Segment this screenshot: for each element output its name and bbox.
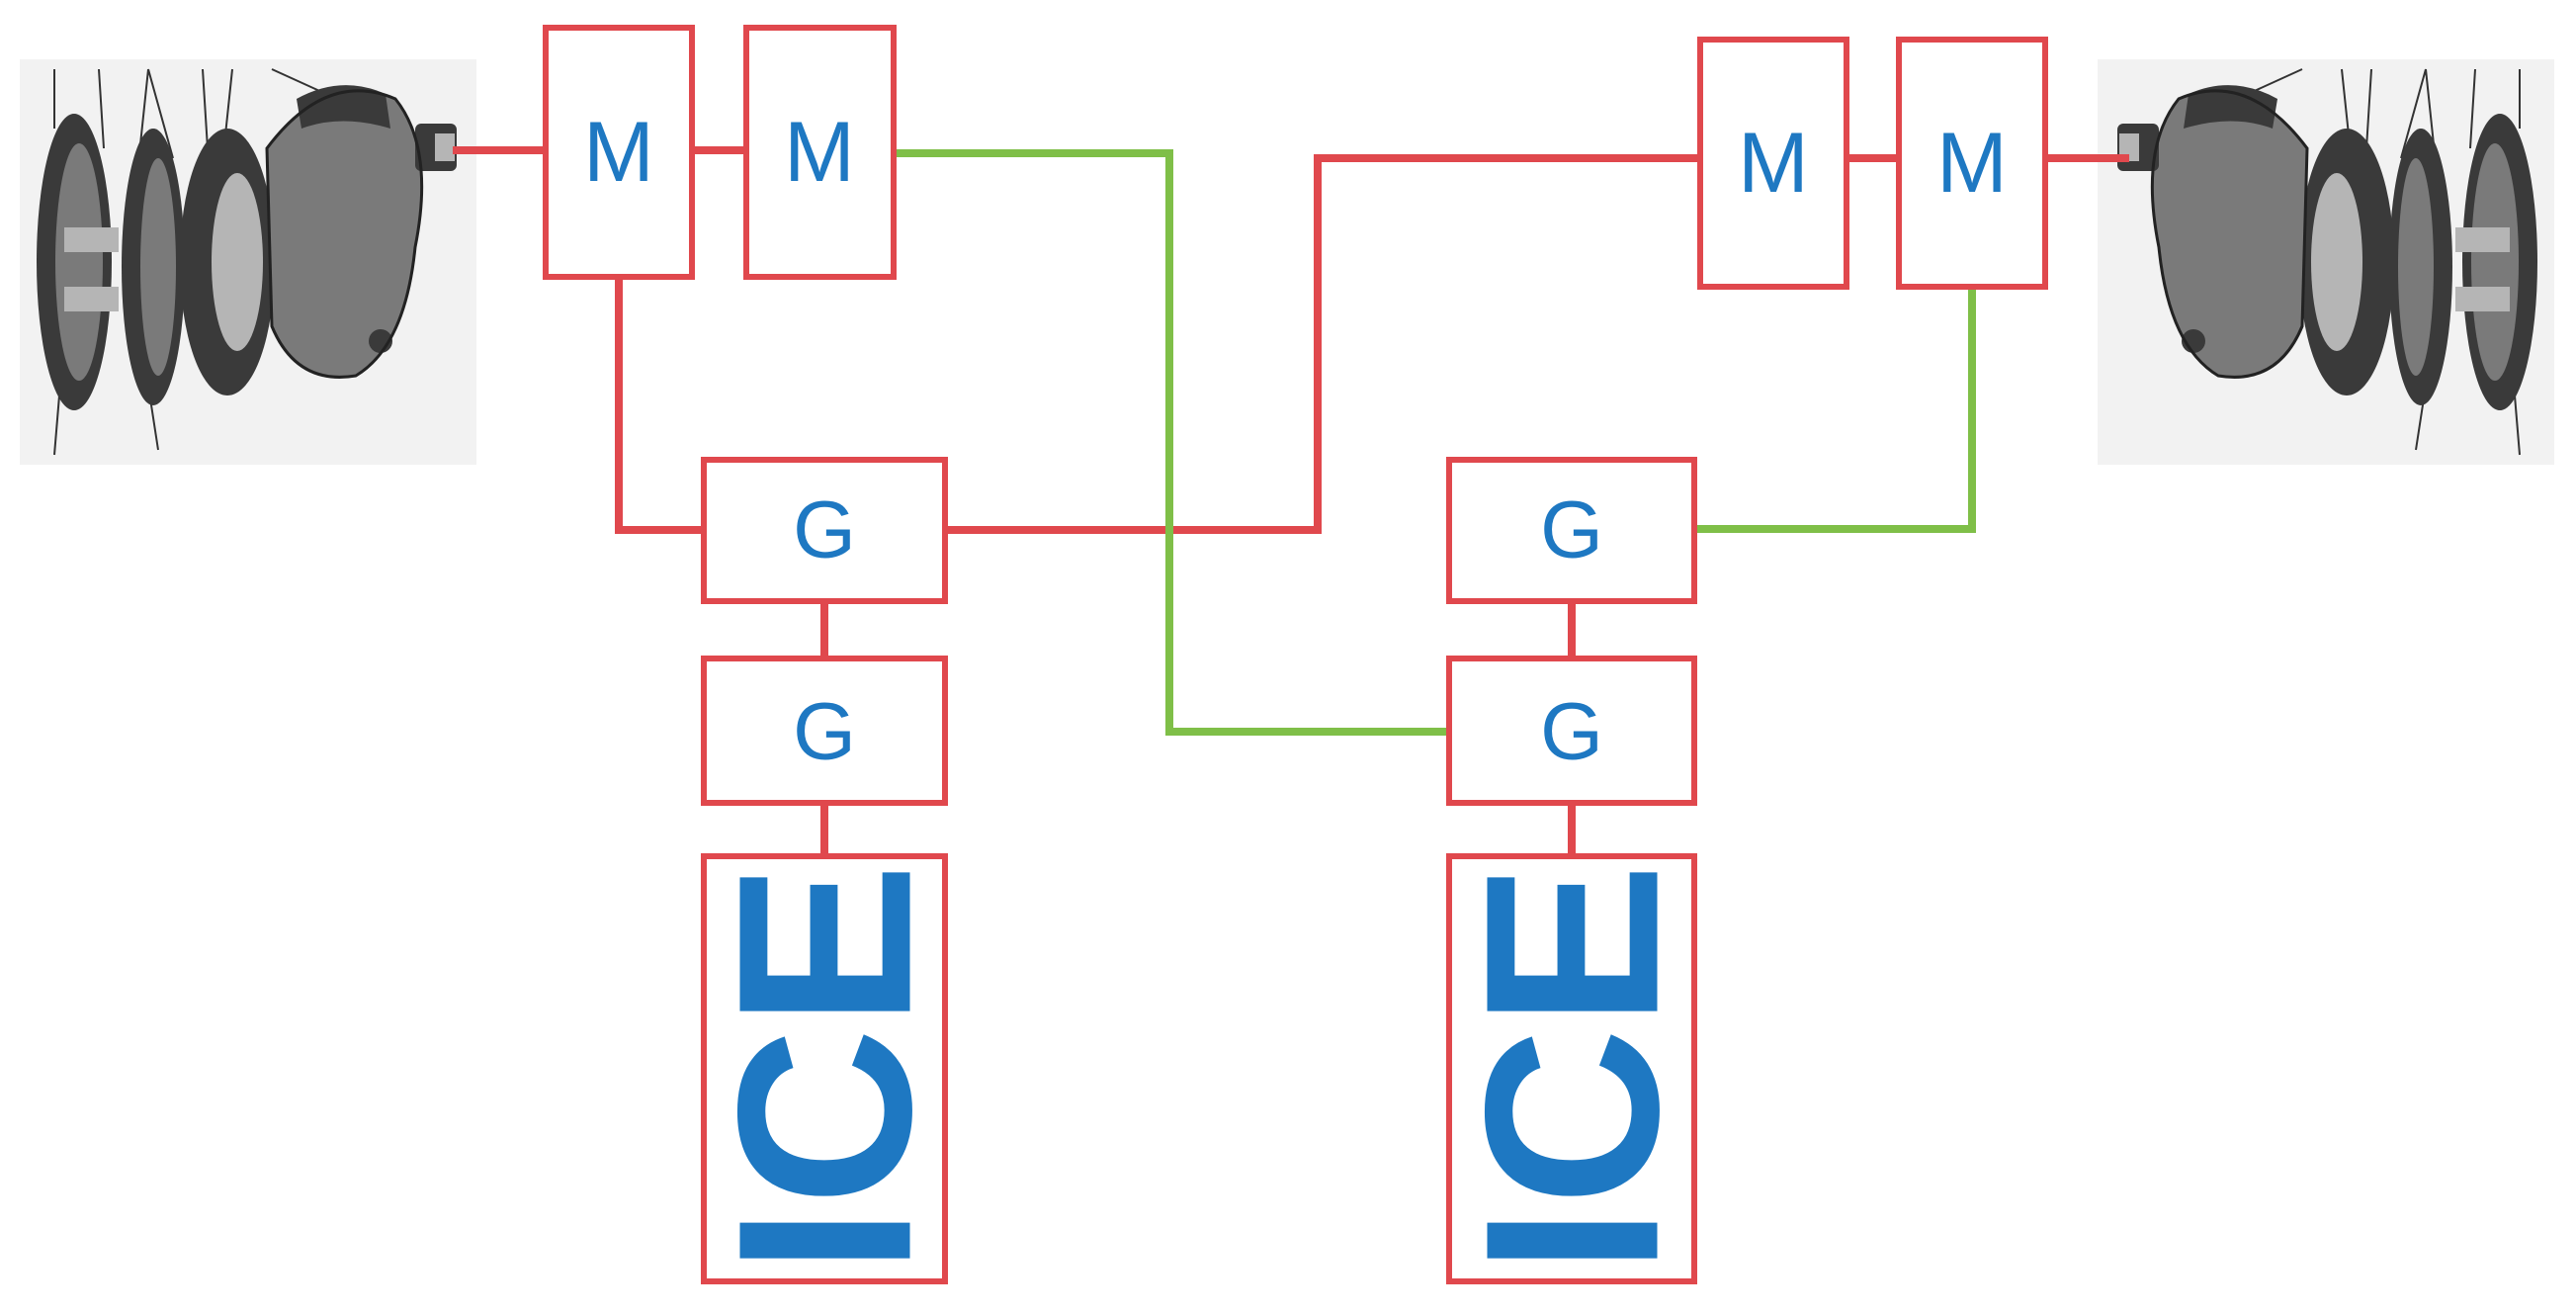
engine-box-left: ICE — [687, 853, 963, 1284]
m2-to-right-g-bottom-link — [890, 149, 1453, 736]
left-wheel-hub-image — [20, 59, 476, 465]
motor-label: M — [1738, 116, 1809, 211]
generator-label: G — [1540, 485, 1603, 575]
generator-box-right-top: G — [1446, 457, 1697, 604]
generator-label: G — [1540, 687, 1603, 777]
motor-box-4: M — [1896, 37, 2048, 290]
generator-label: G — [793, 485, 856, 575]
motor-box-2: M — [743, 25, 897, 280]
motor-box-1: M — [543, 25, 695, 280]
generator-box-left-top: G — [701, 457, 948, 604]
motor-label: M — [583, 105, 654, 200]
generator-box-right-bottom: G — [1446, 656, 1697, 806]
engine-label: ICE — [1434, 863, 1710, 1275]
m4-to-right-g-top-link — [1690, 278, 1976, 533]
motor-label: M — [1936, 116, 2008, 211]
m1-to-left-g-link — [615, 273, 708, 534]
left-g-to-m3-link — [941, 154, 1704, 534]
motor-box-3: M — [1697, 37, 1849, 290]
right-wheel-hub-image — [2098, 59, 2554, 465]
generator-label: G — [793, 687, 856, 777]
connections — [453, 146, 2129, 860]
motor-label: M — [784, 105, 855, 200]
engine-label: ICE — [687, 863, 963, 1275]
generator-box-left-bottom: G — [701, 656, 948, 806]
engine-box-right: ICE — [1434, 853, 1710, 1284]
